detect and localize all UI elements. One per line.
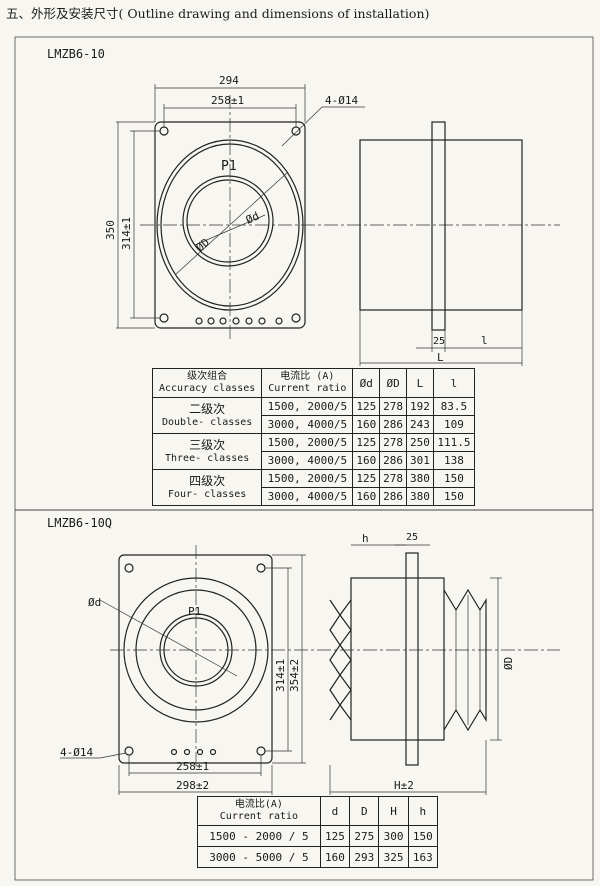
dim-holes: 4-Ø14 xyxy=(325,94,358,107)
table-cell: 163 xyxy=(407,846,439,868)
table-cell: 125 xyxy=(352,433,381,452)
table-cell: 1500 - 2000 / 5 xyxy=(197,825,321,847)
table-cell: 160 xyxy=(352,487,381,506)
table-cell: 1500, 2000/5 xyxy=(261,469,354,488)
table-cell: 3000 - 5000 / 5 xyxy=(197,846,321,868)
page-title: 五、外形及安装尺寸( Outline drawing and dimension… xyxy=(6,6,430,21)
table-cell: 1500, 2000/5 xyxy=(261,397,354,416)
header-D: D xyxy=(349,796,380,826)
dim-25: 25 xyxy=(433,336,445,347)
table-cell: 286 xyxy=(379,487,408,506)
header-D: ØD xyxy=(379,368,408,398)
side-view-lmzb6-10q xyxy=(329,544,502,795)
table-cell: 325 xyxy=(378,846,409,868)
table-cell: 250 xyxy=(406,433,434,452)
table-cell: 3000, 4000/5 xyxy=(261,451,354,470)
table-cell: 3000, 4000/5 xyxy=(261,487,354,506)
dim-350: 350 xyxy=(104,220,117,240)
dim-holes-q: 4-Ø14 xyxy=(60,746,93,759)
table-cell: 243 xyxy=(406,415,434,434)
table-cell: 1500, 2000/5 xyxy=(261,433,354,452)
dim-294: 294 xyxy=(219,74,239,87)
table-cell: 380 xyxy=(406,487,434,506)
table-cell: 160 xyxy=(352,415,381,434)
dim-l: l xyxy=(481,334,488,347)
dim-L: L xyxy=(437,351,444,364)
table-cell: 278 xyxy=(379,397,408,416)
header-ratio: 电流比(A)Current ratio xyxy=(197,796,321,826)
dim-h: h xyxy=(362,532,369,545)
dim-314-q: 314±1 xyxy=(274,659,287,692)
table-cell: 380 xyxy=(406,469,434,488)
dim-H: H±2 xyxy=(394,779,414,792)
header-h: h xyxy=(407,796,439,826)
table-cell: 192 xyxy=(406,397,434,416)
table-cell: 275 xyxy=(349,825,380,847)
header-H: H xyxy=(378,796,409,826)
table-cell: 278 xyxy=(379,433,408,452)
dim-354-q: 354±2 xyxy=(288,659,301,692)
terminal-p1: P1 xyxy=(221,159,237,174)
frame-bottom xyxy=(14,509,594,881)
table-cell: 138 xyxy=(432,451,476,470)
table-cell: 111.5 xyxy=(432,433,476,452)
table-cell: 3000, 4000/5 xyxy=(261,415,354,434)
table-cell: 293 xyxy=(349,846,380,868)
dim-d-q: Ød xyxy=(88,596,101,609)
header-ratio: 电流比 (A)Current ratio xyxy=(261,368,354,398)
table-cell: 125 xyxy=(352,469,381,488)
table-cell: 278 xyxy=(379,469,408,488)
dim-258: 258±1 xyxy=(211,94,244,107)
table-cell: 160 xyxy=(352,451,381,470)
table-cell: 150 xyxy=(432,487,476,506)
table-cell: 300 xyxy=(378,825,409,847)
table-cell: 150 xyxy=(407,825,439,847)
model-label-q: LMZB6-10Q xyxy=(47,516,112,530)
side-view-lmzb6-10 xyxy=(359,121,523,366)
dim-25-q: 25 xyxy=(406,532,418,543)
front-view-lmzb6-10q xyxy=(60,545,560,795)
table-cell: 301 xyxy=(406,451,434,470)
dim-D-q: ØD xyxy=(502,657,515,670)
dim-258-q: 258±1 xyxy=(176,760,209,773)
table-cell: 83.5 xyxy=(432,397,476,416)
table-cell: 160 xyxy=(319,846,351,868)
dim-d: Ød xyxy=(244,209,262,226)
header-L: L xyxy=(406,368,434,398)
table-cell: 125 xyxy=(319,825,351,847)
table-cell: 286 xyxy=(379,451,408,470)
table-cell: 109 xyxy=(432,415,476,434)
model-label: LMZB6-10 xyxy=(47,47,105,61)
table-cell: 125 xyxy=(352,397,381,416)
table-cell: 286 xyxy=(379,415,408,434)
dim-298-q: 298±2 xyxy=(176,779,209,792)
header-l: l xyxy=(432,368,476,398)
table-cell: 150 xyxy=(432,469,476,488)
front-view-lmzb6-10 xyxy=(116,84,560,340)
terminal-p1-q: P1 xyxy=(188,605,201,618)
dimensions-table-lmzb6-10q: 电流比(A)Current ratio d D H h 1500 - 2000 … xyxy=(197,796,439,868)
dim-314: 314±1 xyxy=(120,217,133,250)
header-d: Ød xyxy=(352,368,381,398)
header-d: d xyxy=(319,796,351,826)
